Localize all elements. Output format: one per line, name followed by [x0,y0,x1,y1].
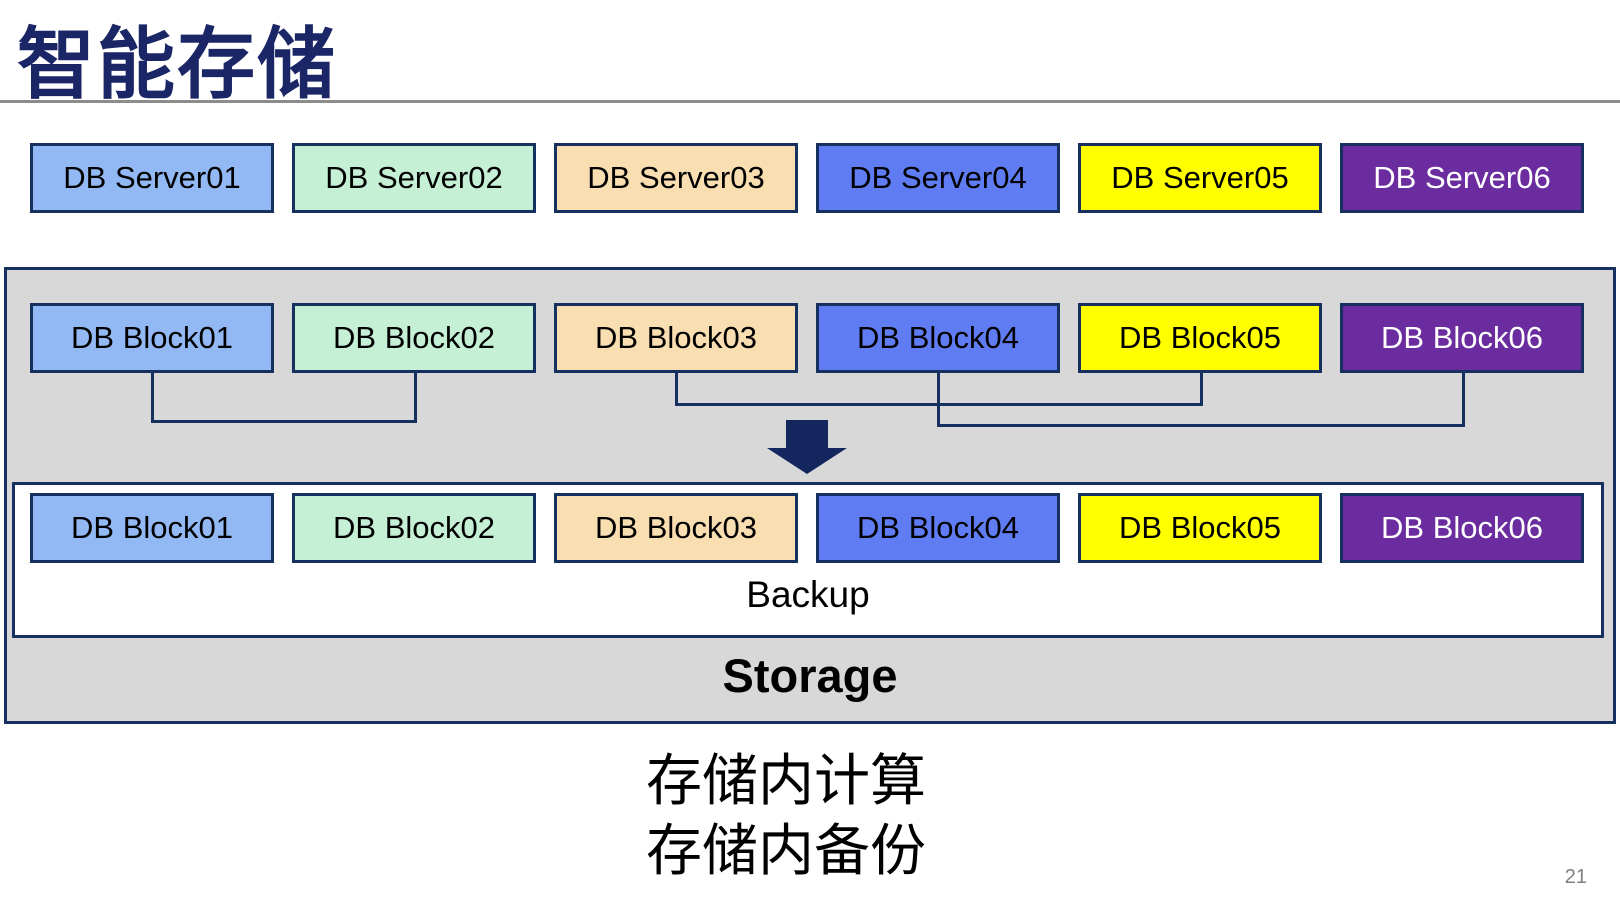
block-top-box-4: DB Block04 [816,303,1060,373]
server-box-1: DB Server01 [30,143,274,213]
down-arrow-icon [786,420,828,448]
connector-line [675,373,678,406]
block-bottom-box-2: DB Block02 [292,493,536,563]
server-box-3: DB Server03 [554,143,798,213]
title-underline [0,100,1620,103]
connector-line [414,373,417,423]
connector-line [151,420,417,423]
block-bottom-box-5: DB Block05 [1078,493,1322,563]
block-top-box-3: DB Block03 [554,303,798,373]
backup-box [12,482,1604,638]
server-box-4: DB Server04 [816,143,1060,213]
connector-line [1462,373,1465,427]
block-row-bottom: DB Block01 DB Block02 DB Block03 DB Bloc… [30,493,1584,563]
connector-line [1200,373,1203,406]
server-box-6: DB Server06 [1340,143,1584,213]
server-box-5: DB Server05 [1078,143,1322,213]
caption-text: 存储内计算 存储内备份 [0,746,1572,886]
connector-line [937,424,1465,427]
block-bottom-box-1: DB Block01 [30,493,274,563]
block-top-box-6: DB Block06 [1340,303,1584,373]
caption-line-2: 存储内备份 [646,819,926,882]
page-number: 21 [1564,866,1587,888]
storage-label: Storage [722,649,898,702]
server-box-2: DB Server02 [292,143,536,213]
block-bottom-box-3: DB Block03 [554,493,798,563]
connector-line [151,373,154,423]
block-top-box-2: DB Block02 [292,303,536,373]
down-arrow-icon [767,448,847,474]
block-row-top: DB Block01 DB Block02 DB Block03 DB Bloc… [30,303,1584,373]
connector-line [937,373,940,427]
block-bottom-box-4: DB Block04 [816,493,1060,563]
page-title: 智能存储 [17,20,338,108]
backup-label: Backup [746,574,870,615]
block-bottom-box-6: DB Block06 [1340,493,1584,563]
server-row: DB Server01 DB Server02 DB Server03 DB S… [30,143,1584,213]
caption-line-1: 存储内计算 [646,749,926,812]
block-top-box-5: DB Block05 [1078,303,1322,373]
block-top-box-1: DB Block01 [30,303,274,373]
